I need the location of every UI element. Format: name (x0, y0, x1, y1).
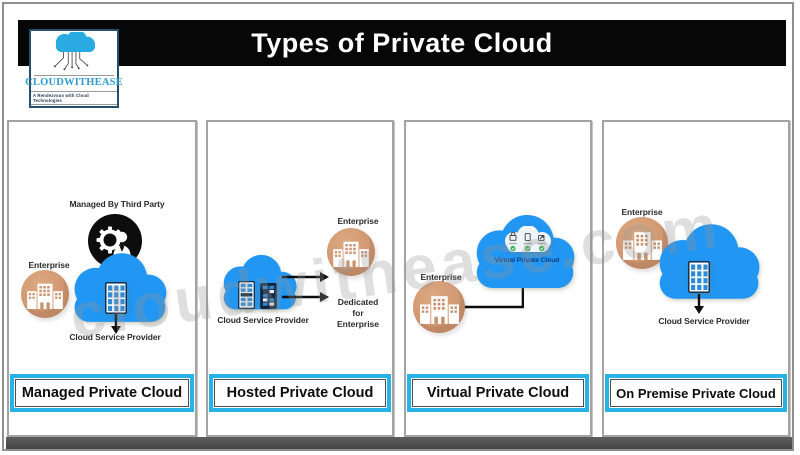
enterprise-label: Enterprise (420, 272, 462, 282)
enterprise-buildings-icon (21, 270, 69, 318)
panel-title: On Premise Private Cloud (610, 379, 782, 407)
logo-cloud-roots-icon (53, 32, 95, 71)
arrow-down-icon (110, 314, 122, 339)
panel-managed-private-cloud: Managed By Third Party (7, 120, 197, 437)
cloud-service-provider-label: Cloud Service Provider (69, 332, 161, 342)
cloud-service-provider-label: Cloud Service Provider (658, 316, 750, 326)
enterprise-buildings-icon (413, 281, 465, 333)
title-bar: Types of Private Cloud (18, 20, 786, 66)
enterprise-label: Enterprise (621, 207, 663, 217)
panel-title: Managed Private Cloud (15, 379, 189, 407)
panel-title-box: On Premise Private Cloud (605, 374, 787, 412)
panel-hosted-private-cloud: Cloud Service Provider Enterprise (206, 120, 394, 437)
outer-frame (2, 2, 794, 451)
server-rack-icon (105, 282, 127, 319)
panel-title: Virtual Private Cloud (412, 379, 584, 407)
panel-title-box: Managed Private Cloud (10, 374, 194, 412)
server-rack-icon (688, 261, 710, 298)
elbow-connector (462, 280, 525, 315)
managed-by-third-party-label: Managed By Third Party (69, 199, 165, 209)
dedicated-for-enterprise-label: Dedicated for Enterprise (336, 297, 380, 329)
logo-box: CLOUDWITHEASE A Rendezvous with Cloud Te… (25, 29, 123, 108)
arrow-down-icon (693, 294, 705, 319)
enterprise-buildings-icon (616, 217, 668, 269)
arrow-right-icon (282, 290, 329, 308)
mini-label-bars (509, 242, 546, 245)
enterprise-label: Enterprise (337, 216, 379, 226)
panel-title-box: Virtual Private Cloud (407, 374, 589, 412)
panel-title: Hosted Private Cloud (214, 379, 386, 407)
logo-divider (34, 75, 114, 76)
logo-name: CLOUDWITHEASE (25, 77, 123, 88)
virtual-private-cloud-text: Virtual Private Cloud (494, 257, 560, 264)
server-rack-dark-icon (260, 283, 277, 314)
logo-tagline: A Rendezvous with Cloud Technologies (31, 91, 117, 105)
page-title: Types of Private Cloud (251, 27, 553, 58)
bottom-frame-bar (6, 437, 792, 449)
server-rack-light-icon (238, 281, 255, 314)
enterprise-label: Enterprise (28, 260, 70, 270)
arrow-right-icon (282, 270, 329, 288)
enterprise-buildings-icon (327, 228, 375, 276)
panel-virtual-private-cloud: Virtual Private Cloud Enterprise (404, 120, 592, 437)
mini-cloud-services-icon (500, 225, 556, 261)
panel-title-box: Hosted Private Cloud (209, 374, 391, 412)
panel-on-premise-private-cloud: Enterprise (602, 120, 790, 437)
cloud-service-provider-label: Cloud Service Provider (217, 315, 309, 325)
cloud-icon (462, 214, 586, 295)
